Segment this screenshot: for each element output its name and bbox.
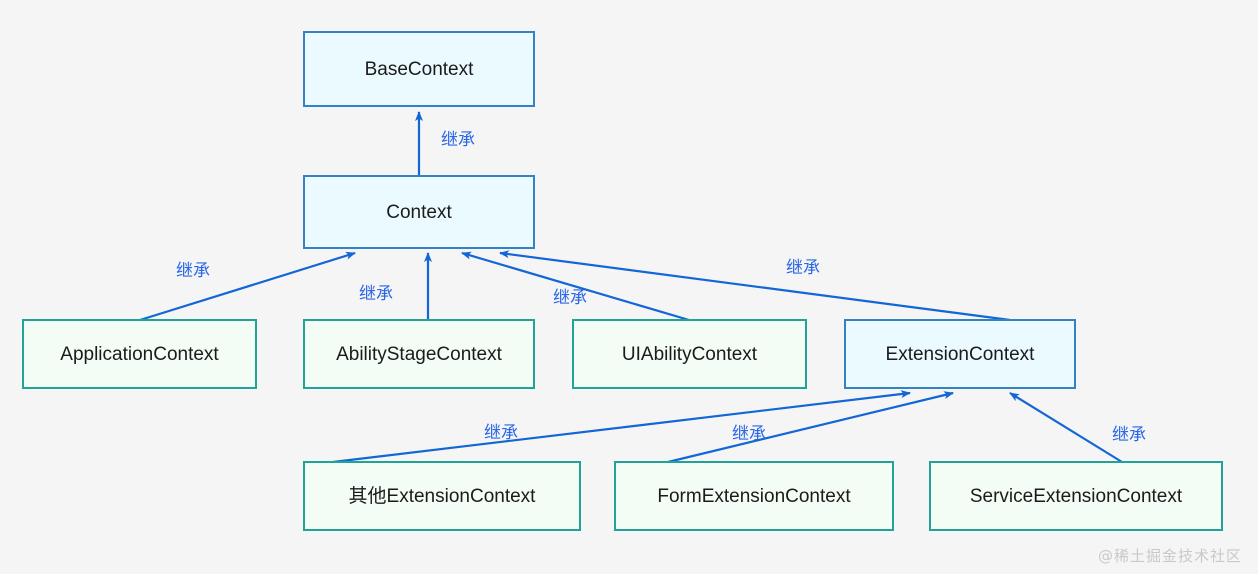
node-label-applicationContext: ApplicationContext bbox=[60, 344, 219, 365]
node-abilityStageContext[interactable]: AbilityStageContext bbox=[303, 319, 535, 389]
edge-extensionContext-to-context bbox=[499, 250, 1011, 322]
node-applicationContext[interactable]: ApplicationContext bbox=[22, 319, 257, 389]
node-label-uiAbilityContext: UIAbilityContext bbox=[622, 344, 758, 365]
node-serviceExtensionContext[interactable]: ServiceExtensionContext bbox=[929, 461, 1223, 531]
node-box-uiAbilityContext[interactable] bbox=[572, 319, 807, 389]
node-box-context[interactable] bbox=[303, 175, 535, 249]
node-box-formExtensionContext[interactable] bbox=[614, 461, 894, 531]
node-uiAbilityContext[interactable]: UIAbilityContext bbox=[572, 319, 807, 389]
edges-layer bbox=[139, 111, 1123, 464]
node-label-context: Context bbox=[386, 202, 452, 223]
edge-label-e4: 继承 bbox=[553, 288, 587, 308]
node-box-applicationContext[interactable] bbox=[22, 319, 257, 389]
edge-labels-layer: 继承继承继承继承继承继承继承继承 bbox=[176, 130, 1146, 445]
edge-label-e8: 继承 bbox=[1112, 425, 1146, 445]
edge-label-e6: 继承 bbox=[484, 423, 518, 443]
node-label-abilityStageContext: AbilityStageContext bbox=[336, 344, 503, 365]
node-otherExtensionContext[interactable]: 其他ExtensionContext bbox=[303, 461, 581, 531]
node-box-serviceExtensionContext[interactable] bbox=[929, 461, 1223, 531]
node-box-abilityStageContext[interactable] bbox=[303, 319, 535, 389]
node-label-extensionContext: ExtensionContext bbox=[886, 344, 1036, 365]
node-baseContext[interactable]: BaseContext bbox=[303, 31, 535, 107]
edge-label-e1: 继承 bbox=[441, 130, 475, 150]
node-context[interactable]: Context bbox=[303, 175, 535, 249]
edge-otherExtensionContext-to-extensionContext bbox=[332, 390, 911, 464]
node-box-baseContext[interactable] bbox=[303, 31, 535, 107]
node-label-formExtensionContext: FormExtensionContext bbox=[657, 486, 851, 507]
node-label-baseContext: BaseContext bbox=[365, 59, 475, 80]
node-formExtensionContext[interactable]: FormExtensionContext bbox=[614, 461, 894, 531]
node-label-otherExtensionContext: 其他ExtensionContext bbox=[349, 485, 537, 507]
edge-applicationContext-to-context bbox=[139, 251, 356, 322]
edge-label-e2: 继承 bbox=[176, 261, 210, 281]
watermark-text: @稀土掘金技术社区 bbox=[1097, 547, 1242, 565]
edge-label-e5: 继承 bbox=[786, 258, 820, 278]
node-label-serviceExtensionContext: ServiceExtensionContext bbox=[970, 486, 1183, 507]
edge-serviceExtensionContext-to-extensionContext bbox=[1009, 392, 1123, 463]
node-extensionContext[interactable]: ExtensionContext bbox=[844, 319, 1076, 389]
edge-label-e7: 继承 bbox=[732, 424, 766, 444]
edge-formExtensionContext-to-extensionContext bbox=[667, 391, 954, 464]
edge-label-e3: 继承 bbox=[359, 284, 393, 304]
node-box-otherExtensionContext[interactable] bbox=[303, 461, 581, 531]
edge-uiAbilityContext-to-context bbox=[461, 251, 690, 322]
node-box-extensionContext[interactable] bbox=[844, 319, 1076, 389]
